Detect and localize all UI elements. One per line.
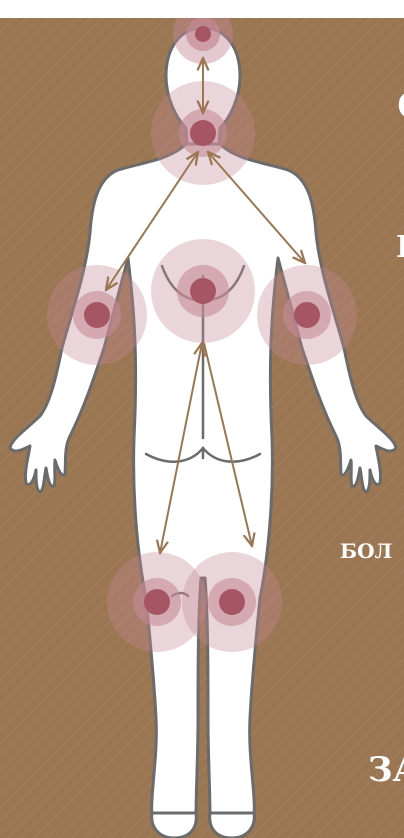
human-body-figure: [0, 18, 404, 838]
right-knee-joint: [182, 552, 282, 652]
right-elbow-joint: [257, 265, 357, 365]
cropped-text-fragment-3: БОЛ: [340, 541, 392, 561]
cropped-text-fragment-4: ЗА: [368, 753, 404, 787]
cropped-text-fragment-1: (: [396, 90, 404, 120]
right-foot-shape: [210, 813, 255, 838]
chest-joint: [151, 239, 255, 343]
cropped-text-fragment-2: Б: [396, 233, 404, 263]
illustration-panel: ( Б БОЛ ЗА: [0, 18, 404, 838]
left-elbow-joint: [47, 265, 147, 365]
left-foot-shape: [152, 813, 197, 838]
